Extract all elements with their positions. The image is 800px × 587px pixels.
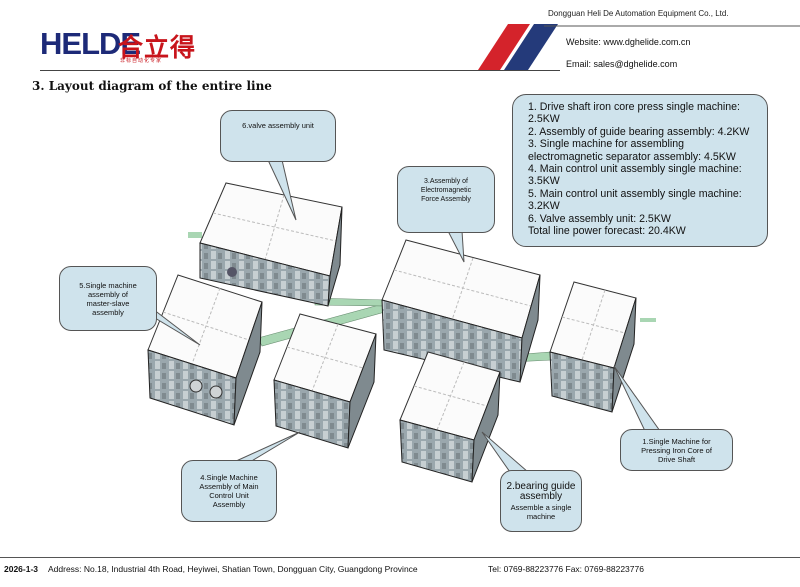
power-item: 1. Drive shaft iron core press single ma… [528, 101, 740, 126]
callout-line: Electromagnetic [420, 187, 472, 194]
callout-line: machine [526, 511, 556, 521]
power-item: 5. Main control unit assembly single mac… [528, 187, 742, 213]
section-title: 3. Layout diagram of the entire line [32, 79, 272, 93]
power-item: 6. Valve assembly unit: 2.5KW [528, 212, 671, 225]
callout-bearing-guide: 2.bearing guide assembly Assemble a sing… [500, 470, 582, 532]
power-total: Total line power forecast: 20.4KW [528, 225, 686, 238]
callout-line: 2.bearing guide [506, 480, 576, 492]
website-text: Website: www.dghelide.com.cn [566, 37, 691, 47]
power-item: 4. Main control unit assembly single mac… [528, 163, 742, 188]
callout-line: 6.valve assembly unit [242, 121, 314, 130]
callout-line: 3.Assembly of [424, 178, 468, 185]
footer-divider [0, 557, 800, 558]
callout-line: master-slave [86, 298, 130, 308]
machine-5 [147, 274, 263, 426]
machine-4 [273, 313, 377, 449]
callout-line: Assembly [212, 500, 246, 509]
header-divider [40, 70, 560, 71]
callout-line: Assembly of Main [199, 482, 259, 491]
footer-address: Address: No.18, Industrial 4th Road, Hey… [48, 564, 418, 574]
machine-1 [549, 281, 637, 413]
company-logo: HELDE [40, 26, 141, 61]
power-summary-box: 1. Drive shaft iron core press single ma… [512, 94, 768, 247]
footer-date: 2026-1-3 [4, 564, 39, 574]
callout-drive-shaft: 1.Single Machine for Pressing Iron Core … [620, 429, 733, 471]
email-text: Email: sales@dghelide.com [566, 59, 678, 69]
callout-line: Control Unit [209, 491, 249, 500]
logo-slogan: 非标自动化专家 [120, 58, 163, 64]
callout-line: 1.Single Machine for [642, 436, 711, 446]
callout-line: assembly of [87, 289, 129, 299]
callout-electromagnetic-force: 3.Assembly of Electromagnetic Force Asse… [397, 166, 495, 233]
company-name: Dongguan Heli De Automation Equipment Co… [548, 9, 729, 18]
callout-line: 5.Single machine [79, 280, 137, 290]
callout-valve-assembly: 6.valve assembly unit [220, 110, 336, 162]
callout-line: Pressing Iron Core of [641, 445, 712, 455]
logo-chinese-name: 合立得 [118, 33, 197, 62]
footer-phone: Tel: 0769-88223776 Fax: 0769-88223776 [488, 564, 644, 574]
callout-line: assembly [92, 307, 124, 317]
callout-line: Assemble a single [510, 502, 572, 512]
machine-2 [399, 351, 501, 483]
machine-3 [381, 239, 541, 383]
callout-line: Force Assembly [421, 196, 471, 203]
power-item: 3. Single machine for assembling electro… [528, 138, 736, 163]
callout-line: assembly [519, 491, 563, 502]
callout-line: Drive Shaft [657, 454, 696, 464]
machine-6 [199, 182, 343, 307]
power-item: 2. Assembly of guide bearing assembly: 4… [528, 125, 750, 138]
header-stripes [478, 24, 800, 70]
callout-line: 4.Single Machine [200, 473, 258, 482]
callout-master-slave: 5.Single machine assembly of master-slav… [59, 266, 157, 331]
callout-main-control-unit: 4.Single Machine Assembly of Main Contro… [181, 460, 277, 522]
